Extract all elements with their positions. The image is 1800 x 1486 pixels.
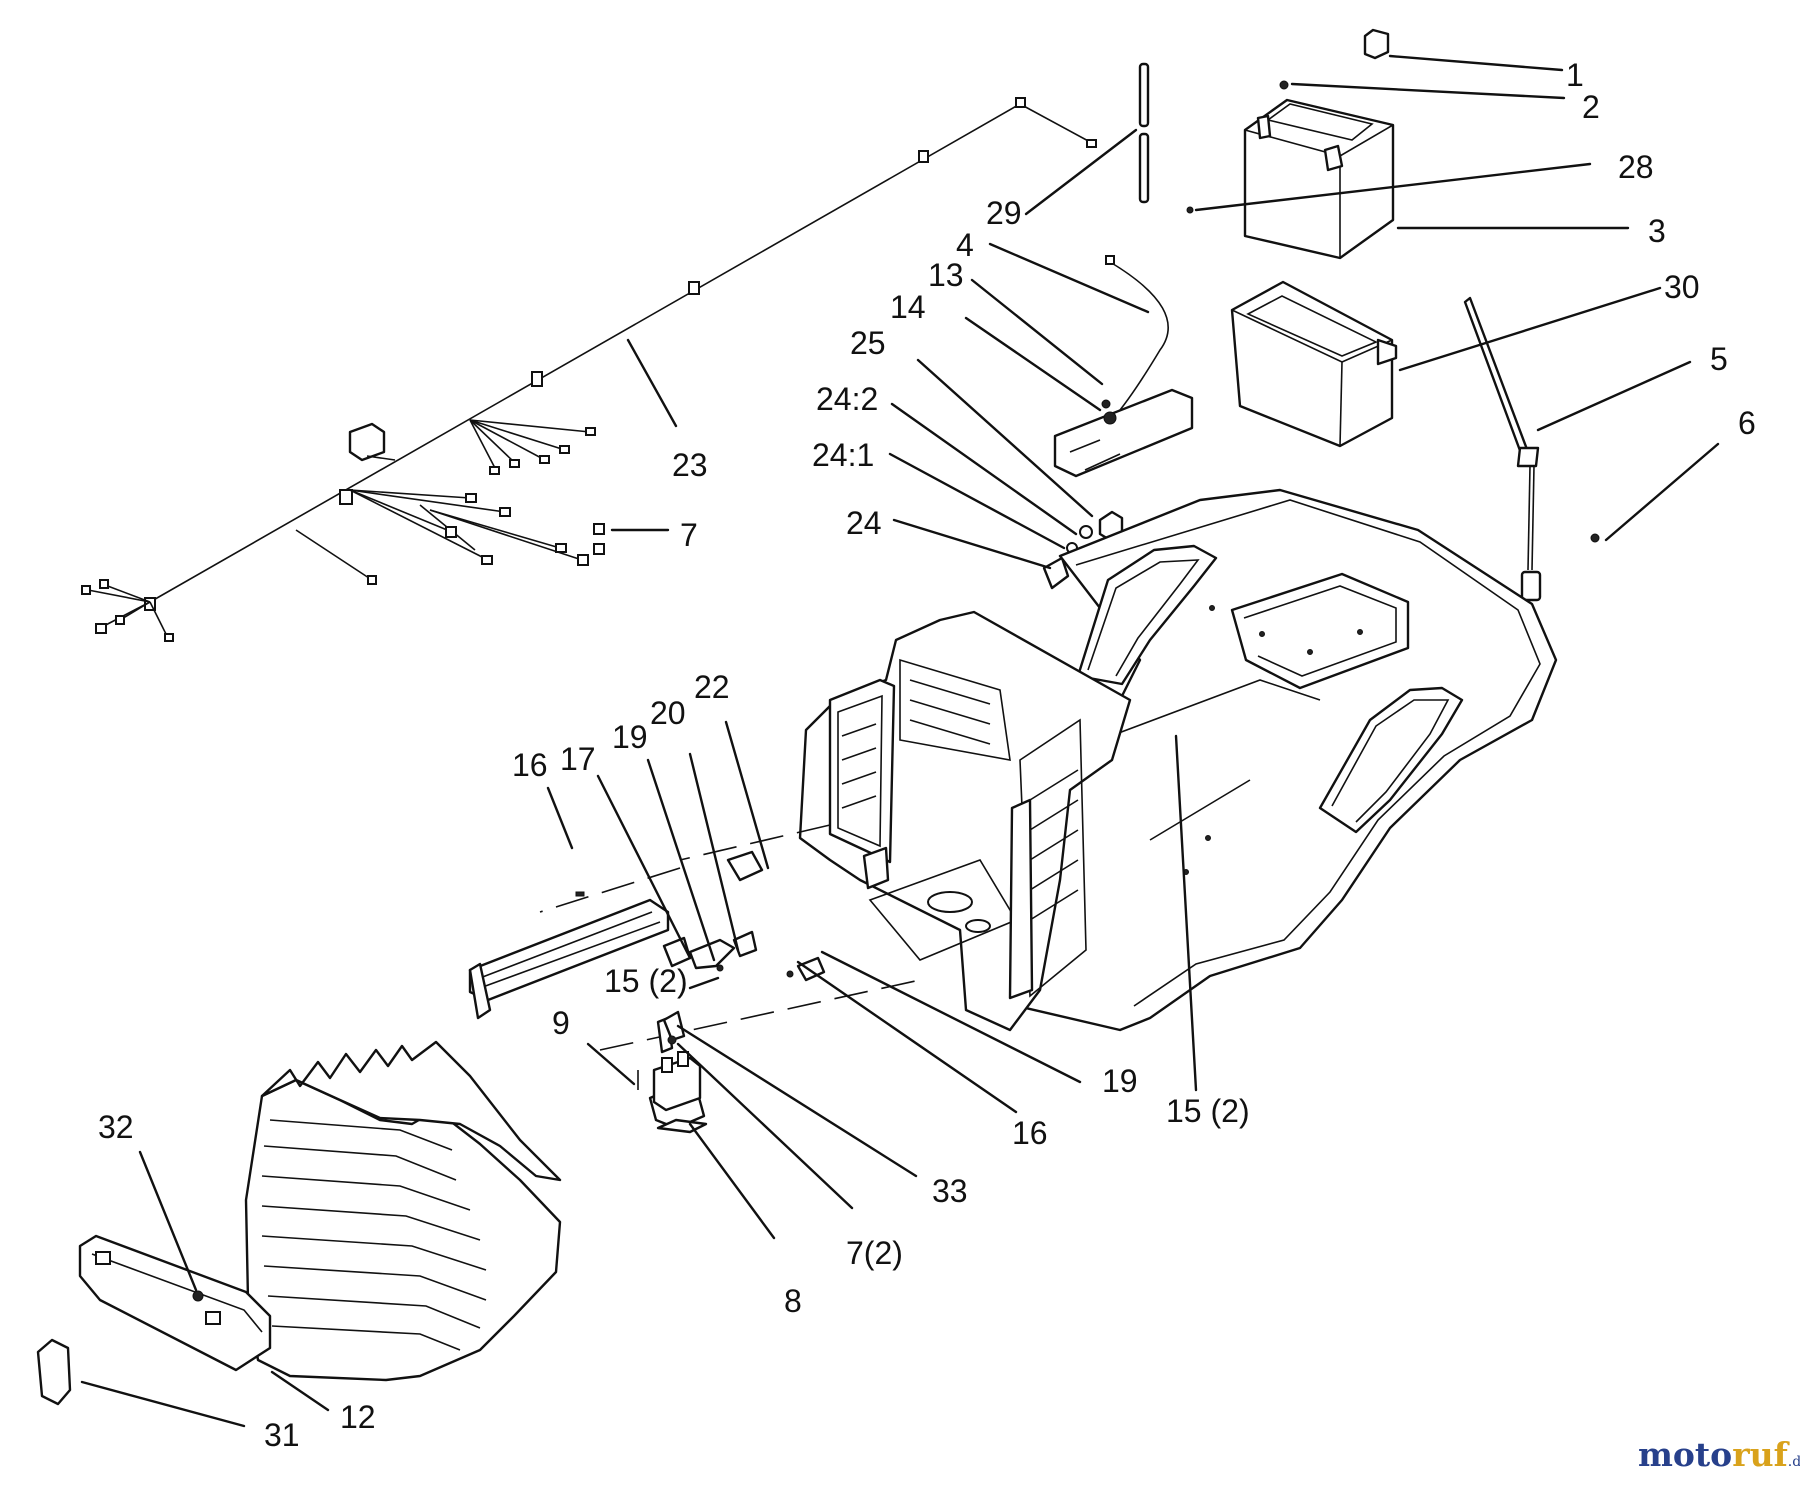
callout-24: 24	[846, 505, 882, 541]
locator-lines	[539, 824, 921, 1051]
callout-28: 28	[1618, 149, 1654, 185]
callout-29: 29	[986, 195, 1022, 231]
callout-5: 5	[1710, 341, 1728, 377]
callout-7-2: 7(2)	[846, 1235, 903, 1271]
svg-text:motoruf.de: motoruf.de	[1638, 1435, 1800, 1474]
seat-switch-parts	[662, 850, 826, 982]
watermark-logo: motoruf.de	[1638, 1435, 1800, 1474]
battery-tray	[1230, 280, 1398, 448]
watermark-part2: ruf	[1732, 1435, 1789, 1474]
callout-9: 9	[552, 1005, 570, 1041]
callout-12: 12	[340, 1399, 376, 1435]
front-bumper	[36, 1234, 272, 1406]
callout-32: 32	[98, 1109, 134, 1145]
callout-3: 3	[1648, 213, 1666, 249]
callout-1: 1	[1566, 57, 1584, 93]
callout-22: 22	[694, 669, 730, 705]
callout-2: 2	[1582, 89, 1600, 125]
callout-24-2: 24:2	[816, 381, 878, 417]
callout-33: 33	[932, 1173, 968, 1209]
callout-16-lower: 16	[1012, 1115, 1048, 1151]
solenoid	[637, 1010, 708, 1134]
callout-19-lower: 19	[1102, 1063, 1138, 1099]
watermark-part1: moto	[1638, 1435, 1732, 1474]
callout-31: 31	[264, 1417, 300, 1453]
callout-16-upper: 16	[512, 747, 548, 783]
dash-console	[798, 610, 1132, 1032]
watermark-suffix: .de	[1788, 1454, 1800, 1470]
callout-20: 20	[650, 695, 686, 731]
callout-4: 4	[956, 227, 974, 263]
callout-24-1: 24:1	[812, 437, 874, 473]
leader-lines	[80, 54, 1720, 1428]
lower-bracket	[468, 891, 670, 1020]
battery-strap	[1463, 296, 1600, 602]
callout-15-2-right: 15 (2)	[1166, 1093, 1250, 1129]
callout-15-2-left: 15 (2)	[604, 963, 688, 999]
callout-17: 17	[560, 741, 596, 777]
battery	[1186, 28, 1395, 260]
callout-13: 13	[928, 257, 964, 293]
hood	[244, 1040, 562, 1382]
callout-8: 8	[784, 1283, 802, 1319]
callout-30: 30	[1664, 269, 1700, 305]
cable-and-bracket	[1053, 255, 1194, 478]
callout-23: 23	[672, 447, 708, 483]
rod-part	[1138, 62, 1150, 204]
callout-7: 7	[680, 517, 698, 553]
rear-fender	[958, 488, 1558, 1032]
callout-labels: 1 2 28 3 30 5 6 29 4 13 14 25 24:2 24:1 …	[98, 57, 1756, 1453]
callout-14: 14	[890, 289, 926, 325]
callout-25: 25	[850, 325, 886, 361]
wiring-harness	[81, 97, 1097, 642]
callout-19-upper: 19	[612, 719, 648, 755]
callout-6: 6	[1738, 405, 1756, 441]
